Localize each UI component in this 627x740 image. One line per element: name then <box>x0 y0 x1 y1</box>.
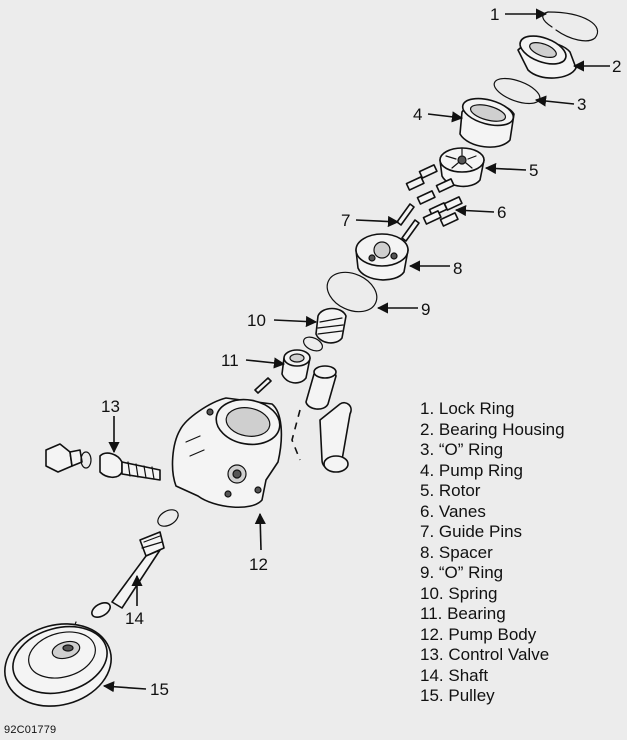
legend-item: 3. “O” Ring <box>420 440 504 459</box>
callout-11: 11 <box>221 351 239 370</box>
leader-11 <box>245 357 286 369</box>
legend-item: 6. Vanes <box>420 501 486 521</box>
callout-10: 10 <box>247 311 266 330</box>
callout-14: 14 <box>125 609 144 628</box>
control-valve-part <box>45 443 161 481</box>
legend-item: 8. Spacer <box>420 542 493 562</box>
legend-item: 12. Pump Body <box>420 624 537 644</box>
callout-5: 5 <box>529 161 538 180</box>
callout-7: 7 <box>341 211 350 230</box>
shaft-part <box>111 509 179 609</box>
legend-item: 11. Bearing <box>420 604 506 623</box>
spring-part <box>302 307 347 352</box>
leader-6 <box>454 204 495 217</box>
legend-item: 1. Lock Ring <box>420 399 515 418</box>
legend-item: 10. Spring <box>420 583 498 603</box>
leader-10 <box>273 315 318 328</box>
callout-13: 13 <box>101 397 120 416</box>
legend-item: 2. Bearing Housing <box>420 419 565 439</box>
small-pin-part <box>254 377 272 394</box>
bearing-part <box>281 349 311 384</box>
spacer-part <box>355 233 409 281</box>
callout-leaders <box>102 8 610 693</box>
callout-2: 2 <box>612 57 621 76</box>
callout-3: 3 <box>577 95 586 114</box>
leader-4 <box>427 111 464 123</box>
pump-body-part <box>171 397 283 509</box>
pump-ring-part <box>459 97 515 148</box>
figure-id: 92C01779 <box>4 724 57 736</box>
callout-numbers: 1 2 3 4 5 6 7 8 9 10 11 12 13 14 15 <box>101 5 621 699</box>
parts-legend: 1. Lock Ring 2. Bearing Housing 3. “O” R… <box>420 399 565 707</box>
legend-item: 13. Control Valve <box>420 645 550 664</box>
legend-item: 15. Pulley <box>420 686 495 705</box>
bearing-housing-part <box>517 35 577 79</box>
assembly-line <box>291 409 301 461</box>
legend-item: 9. “O” Ring <box>420 563 504 582</box>
leader-5 <box>484 162 527 175</box>
vanes-part <box>405 164 463 227</box>
callout-9: 9 <box>421 300 430 319</box>
guide-pins-part <box>396 203 420 242</box>
callout-1: 1 <box>490 5 499 24</box>
legend-item: 5. Rotor <box>420 481 481 500</box>
pulley-part <box>4 623 112 707</box>
callout-4: 4 <box>413 105 422 124</box>
legend-item: 14. Shaft <box>420 665 489 685</box>
callout-8: 8 <box>453 259 462 278</box>
leader-12 <box>254 512 266 551</box>
callout-15: 15 <box>150 680 169 699</box>
legend-item: 4. Pump Ring <box>420 460 523 480</box>
lock-ring-part <box>542 11 598 42</box>
o-ring-large-part <box>326 271 378 313</box>
leader-15 <box>102 681 147 693</box>
pressure-fitting-part <box>305 365 352 473</box>
leader-7 <box>355 215 400 228</box>
leader-3 <box>534 95 575 107</box>
legend-item: 7. Guide Pins <box>420 522 523 541</box>
callout-6: 6 <box>497 203 506 222</box>
callout-12: 12 <box>249 555 268 574</box>
rotor-part <box>439 147 485 188</box>
